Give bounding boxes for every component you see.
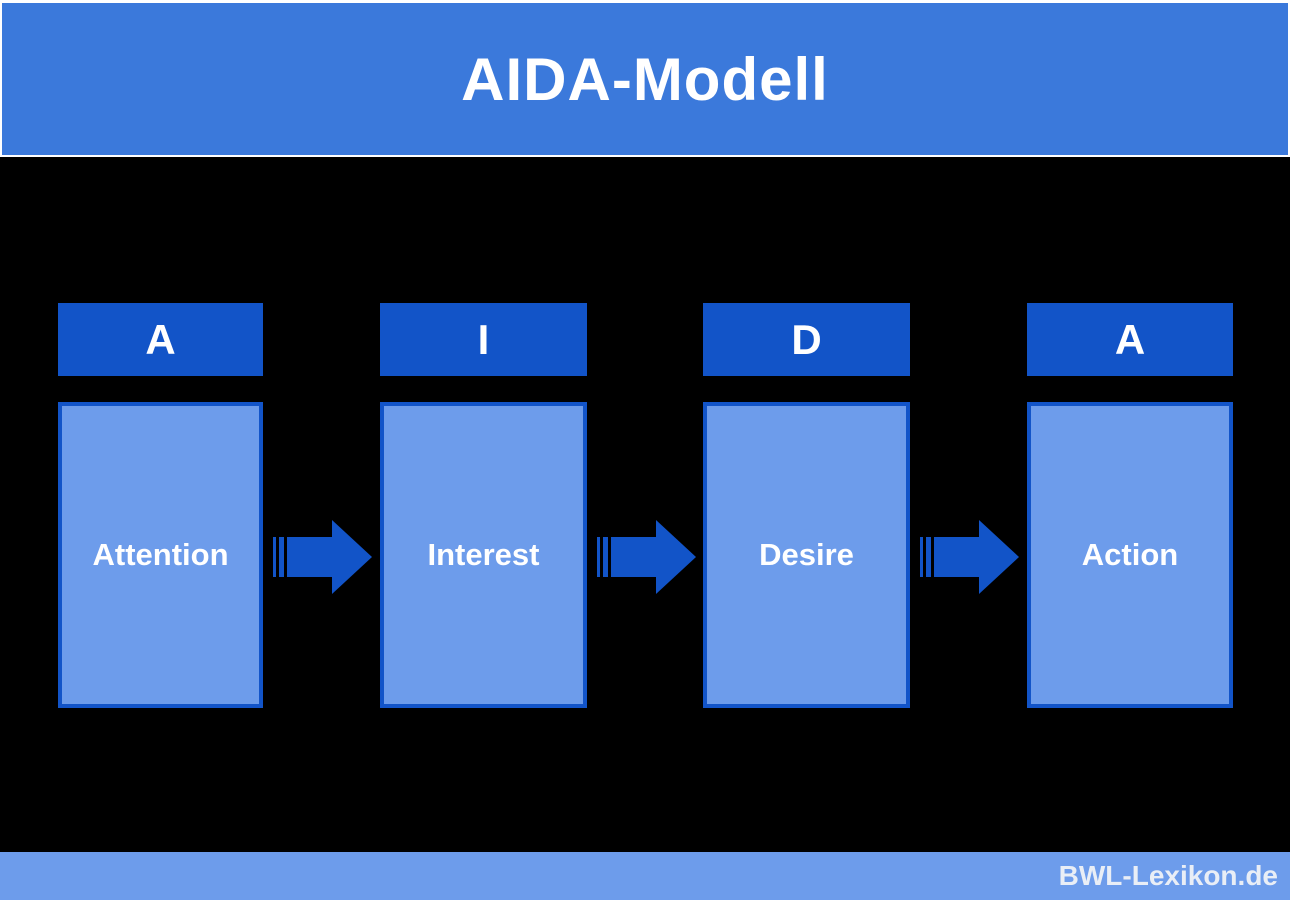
brand-watermark: BWL-Lexikon.de bbox=[1058, 860, 1278, 891]
stage-letter-label: A bbox=[145, 315, 176, 363]
stage-box-interest: Interest bbox=[380, 402, 587, 708]
title-banner: AIDA-Modell bbox=[2, 3, 1288, 155]
stage-letter-label: D bbox=[791, 315, 822, 363]
stage-box-desire: Desire bbox=[703, 402, 910, 708]
stage-letter-label: I bbox=[477, 315, 490, 363]
stage-letter-action: A bbox=[1027, 303, 1233, 376]
striped-right-arrow-icon bbox=[273, 520, 372, 594]
stage-box-label: Desire bbox=[759, 537, 854, 572]
stage-box-attention: Attention bbox=[58, 402, 263, 708]
stage-box-label: Interest bbox=[427, 537, 540, 572]
striped-right-arrow-icon bbox=[920, 520, 1019, 594]
stage-letter-label: A bbox=[1114, 315, 1146, 363]
footer-banner: BWL-Lexikon.de bbox=[0, 852, 1290, 900]
stage-box-label: Action bbox=[1081, 537, 1179, 572]
stage-letter-interest: I bbox=[380, 303, 587, 376]
striped-right-arrow-icon bbox=[597, 520, 696, 594]
stage-letter-attention: A bbox=[58, 303, 263, 376]
stage-box-action: Action bbox=[1027, 402, 1233, 708]
stage-box-label: Attention bbox=[92, 537, 229, 572]
page-title: AIDA-Modell bbox=[461, 45, 829, 113]
stage-letter-desire: D bbox=[703, 303, 910, 376]
